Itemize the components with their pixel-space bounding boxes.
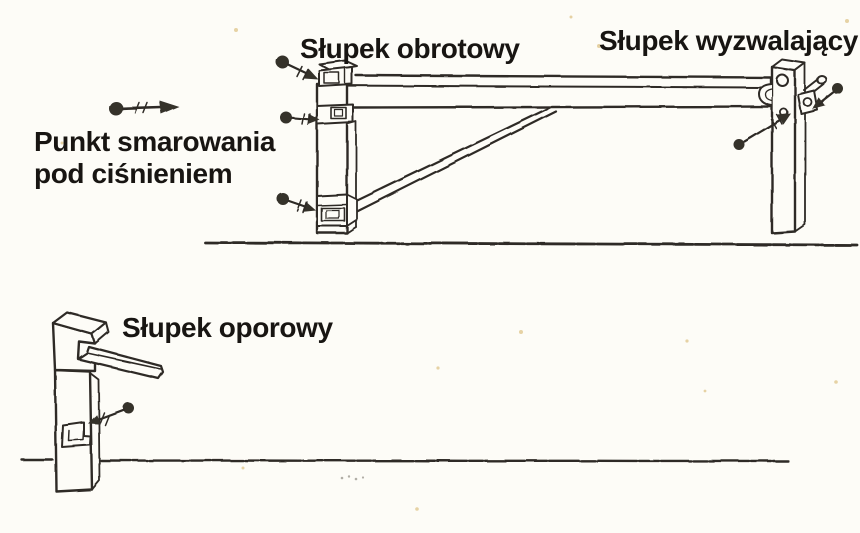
pivot-post-bottom-hinge xyxy=(316,193,358,227)
label-pivot-post: Słupek obrotowy xyxy=(300,33,520,64)
trigger-post-body xyxy=(770,65,797,235)
grease-point-arrow-icon xyxy=(280,111,320,126)
ground-line-lower xyxy=(20,458,790,463)
grease-point-arrow-icon xyxy=(733,113,791,150)
grease-point-arrow-icon xyxy=(109,100,179,116)
label-stop-post: Słupek oporowy xyxy=(122,312,333,343)
pivot-post xyxy=(315,59,358,235)
pivot-post-top-bracket xyxy=(318,59,358,87)
grease-point-arrow-icon xyxy=(276,55,319,81)
stop-post xyxy=(51,311,165,493)
grease-point-arrow-icon xyxy=(277,193,316,214)
trigger-post-hole xyxy=(776,74,789,87)
ground-line-upper xyxy=(203,241,859,247)
latch-plate xyxy=(797,89,819,115)
grease-point-arrow-icon xyxy=(88,402,134,426)
pivot-post-middle-hinge xyxy=(316,103,354,125)
trigger-post xyxy=(758,58,827,235)
scan-dust xyxy=(340,475,365,481)
stop-post-latch xyxy=(61,421,92,448)
label-lubrication-point: Punkt smarowania pod ciśnieniem xyxy=(34,126,276,189)
grease-point-arrow-icon xyxy=(812,83,843,110)
paper-speckles xyxy=(60,15,849,511)
gate-arm xyxy=(321,74,772,109)
label-trigger-post: Słupek wyzwalający xyxy=(599,25,858,56)
support-brace xyxy=(348,106,558,214)
stop-post-wedge xyxy=(76,345,165,380)
